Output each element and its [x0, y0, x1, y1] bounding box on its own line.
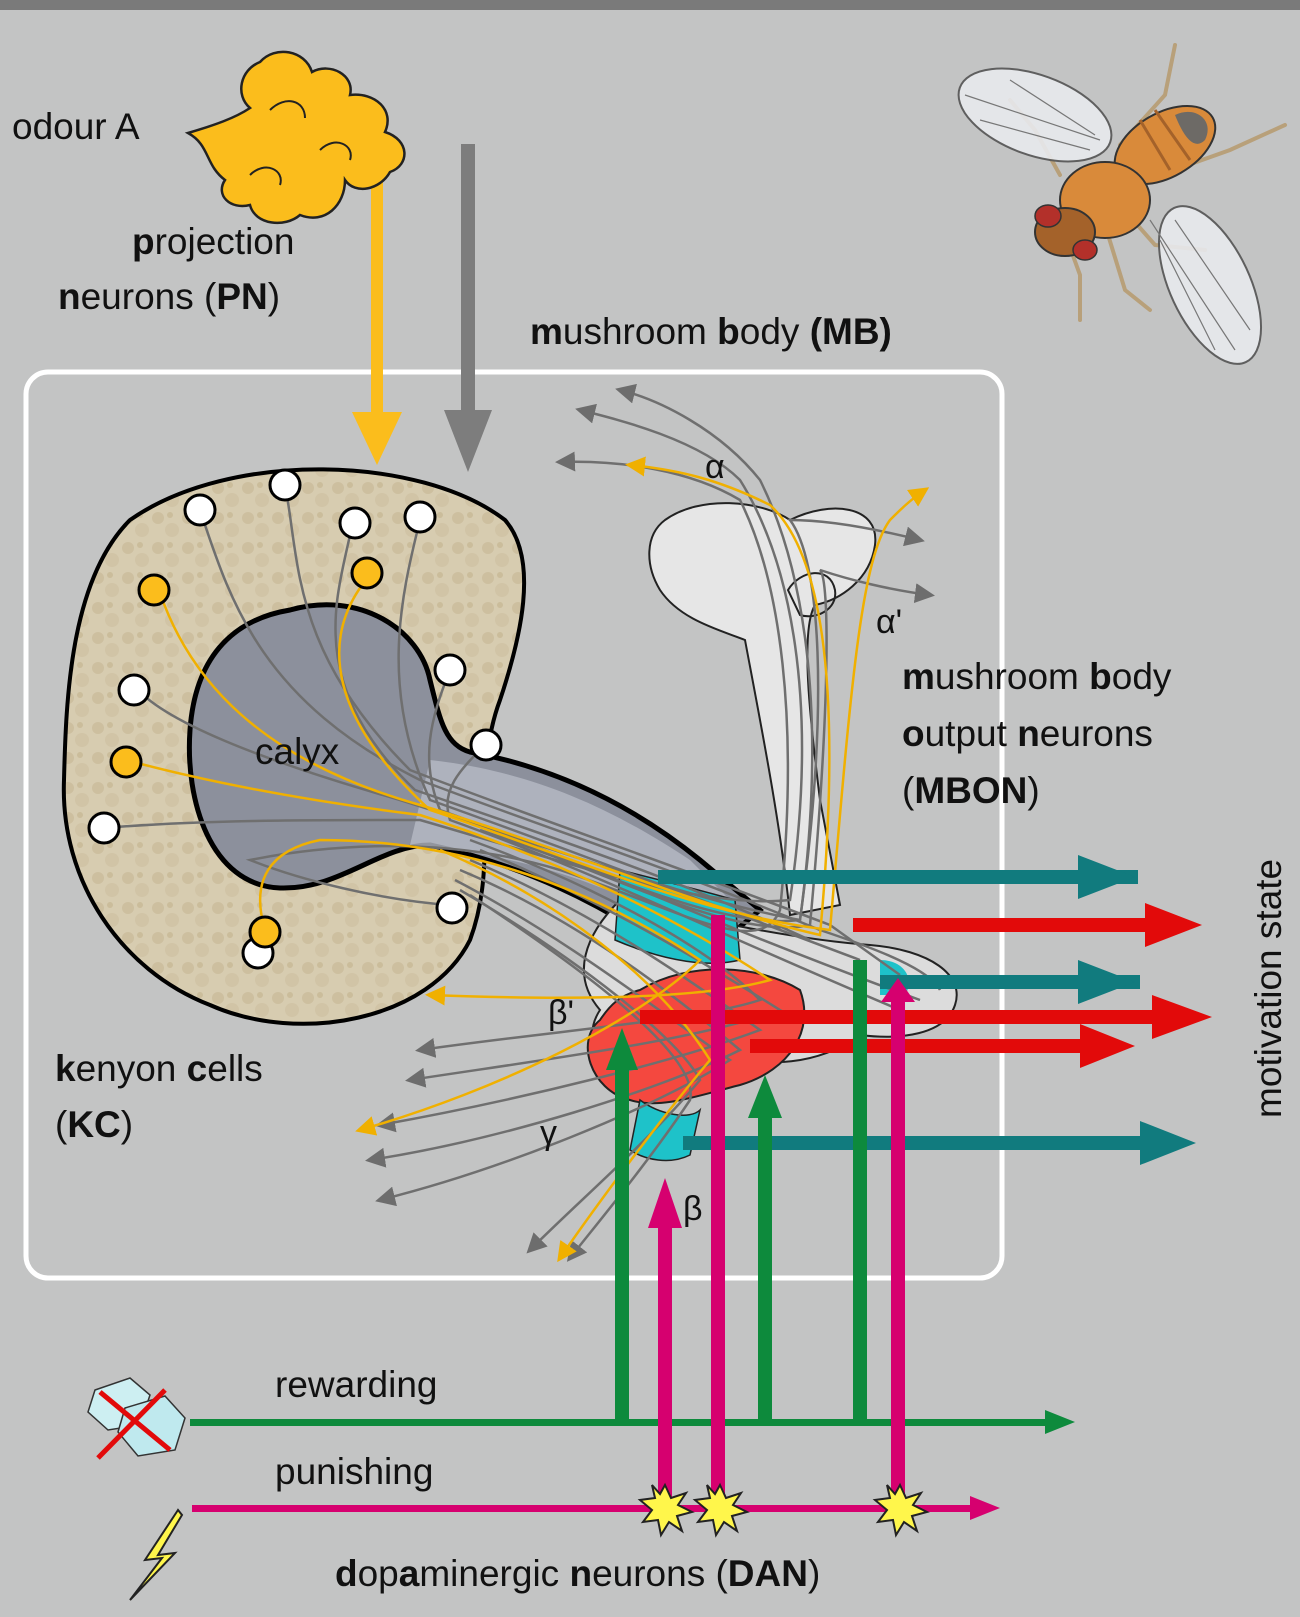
- lightning-icon: [130, 1510, 182, 1600]
- mbon-label-line2: output neurons: [902, 712, 1153, 756]
- beta-label: β: [683, 1192, 703, 1226]
- gamma-label: γ: [540, 1116, 557, 1150]
- pn-label: projection: [132, 220, 294, 264]
- calyx-label: calyx: [255, 730, 339, 774]
- alpha-label: α: [705, 450, 725, 484]
- rewarding-label: rewarding: [275, 1363, 437, 1407]
- mb-label: mushroom body (MB): [530, 310, 892, 354]
- pn-label-line2: neurons (PN): [58, 275, 280, 319]
- sugar-crossed-icon: [88, 1378, 185, 1458]
- input-arrow-grey: [444, 144, 492, 472]
- odour-label: odour A: [12, 105, 140, 149]
- fly-icon: [946, 45, 1285, 379]
- dan-label: dopaminergic neurons (DAN): [335, 1552, 820, 1596]
- pn-arrow-yellow: [352, 172, 402, 465]
- punishing-label: punishing: [275, 1450, 433, 1494]
- motivation-state-label: motivation state: [1248, 859, 1290, 1118]
- mbon-label: mushroom body: [902, 655, 1171, 699]
- alpha-prime-label: α': [876, 605, 902, 639]
- kc-label-line2: (KC): [55, 1103, 133, 1147]
- beta-prime-label: β': [548, 996, 574, 1030]
- mbon-label-line3: (MBON): [902, 769, 1040, 813]
- kc-label: kenyon cells: [55, 1047, 263, 1091]
